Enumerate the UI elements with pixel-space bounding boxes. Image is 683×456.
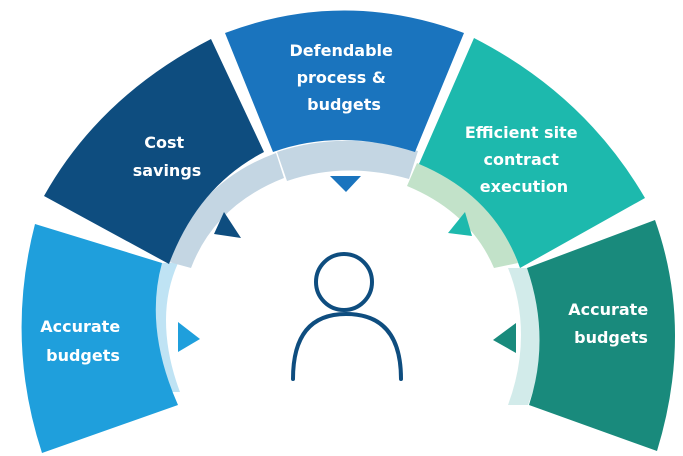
person-icon-head — [314, 252, 374, 312]
pointer-upper-right — [448, 212, 472, 236]
label-left-line-1: Accurate — [40, 317, 120, 336]
band-top — [277, 140, 418, 181]
label-left-line-2: budgets — [46, 346, 120, 365]
label-upper-right-line-1: Efficient site — [465, 123, 578, 142]
pointer-upper-left — [214, 212, 241, 238]
pointer-top — [330, 176, 361, 192]
label-top-line-3: budgets — [307, 95, 381, 114]
label-upper-left-line-1: Cost — [144, 133, 184, 152]
label-upper-right-line-2: contract — [484, 150, 560, 169]
label-right: Accurate budgets — [568, 300, 654, 347]
segment-top — [225, 10, 464, 152]
band-right — [508, 268, 542, 405]
pointer-right — [493, 323, 516, 353]
segment-upper-left — [44, 39, 264, 264]
label-right-line-2: budgets — [574, 328, 648, 347]
segment-left — [21, 224, 178, 453]
segment-right — [527, 220, 676, 451]
person-icon-body — [291, 311, 403, 381]
label-top: Defendable process & budgets — [290, 41, 399, 114]
label-right-line-1: Accurate — [568, 300, 648, 319]
label-upper-right-line-3: execution — [480, 177, 568, 196]
label-upper-right: Efficient site contract execution — [465, 123, 583, 196]
label-top-line-2: process & — [297, 68, 386, 87]
label-upper-left-line-2: savings — [133, 161, 202, 180]
label-left: Accurate budgets — [40, 317, 126, 365]
label-top-line-1: Defendable — [290, 41, 394, 60]
label-upper-left: Cost savings — [133, 133, 202, 180]
pointer-left — [178, 322, 200, 352]
band-upper-left — [169, 153, 284, 268]
person-icon — [291, 252, 403, 381]
segment-upper-right — [419, 38, 645, 268]
